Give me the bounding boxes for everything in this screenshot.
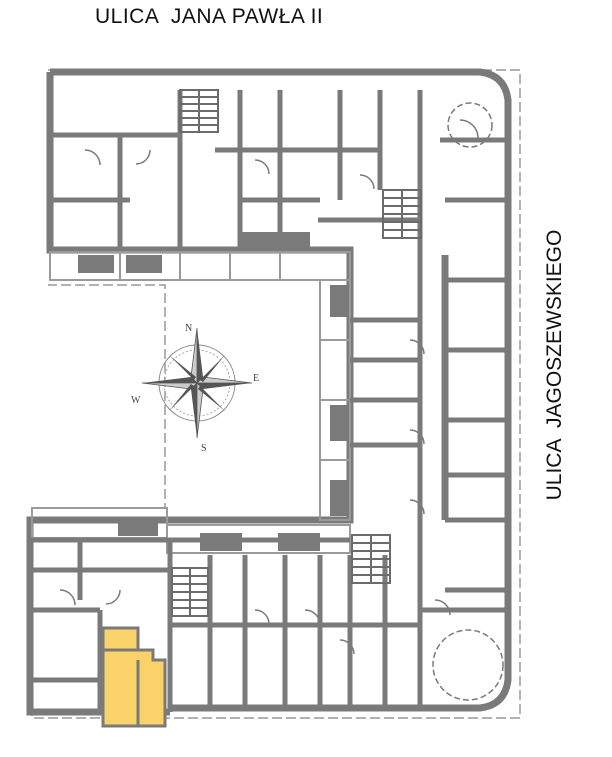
- compass-e: E: [253, 373, 259, 384]
- staircase-southeast: [351, 534, 391, 584]
- highlighted-apartment[interactable]: [101, 626, 167, 728]
- staircase-north: [179, 89, 219, 133]
- balcony-blocks: [78, 232, 348, 551]
- compass-w: W: [131, 395, 141, 406]
- compass-rose: N E S W: [131, 323, 259, 454]
- compass-s: S: [201, 443, 207, 454]
- interior-walls: [30, 90, 508, 712]
- street-label-north: ULICA JANA PAWŁA II: [95, 5, 324, 28]
- door-swings: [59, 119, 479, 655]
- staircase-southwest: [171, 567, 209, 617]
- corner-feature-ne: [447, 102, 493, 148]
- corner-feature-se: [432, 629, 504, 701]
- compass-n: N: [185, 323, 192, 334]
- balconies-north: [49, 251, 351, 281]
- staircase-east: [382, 189, 422, 239]
